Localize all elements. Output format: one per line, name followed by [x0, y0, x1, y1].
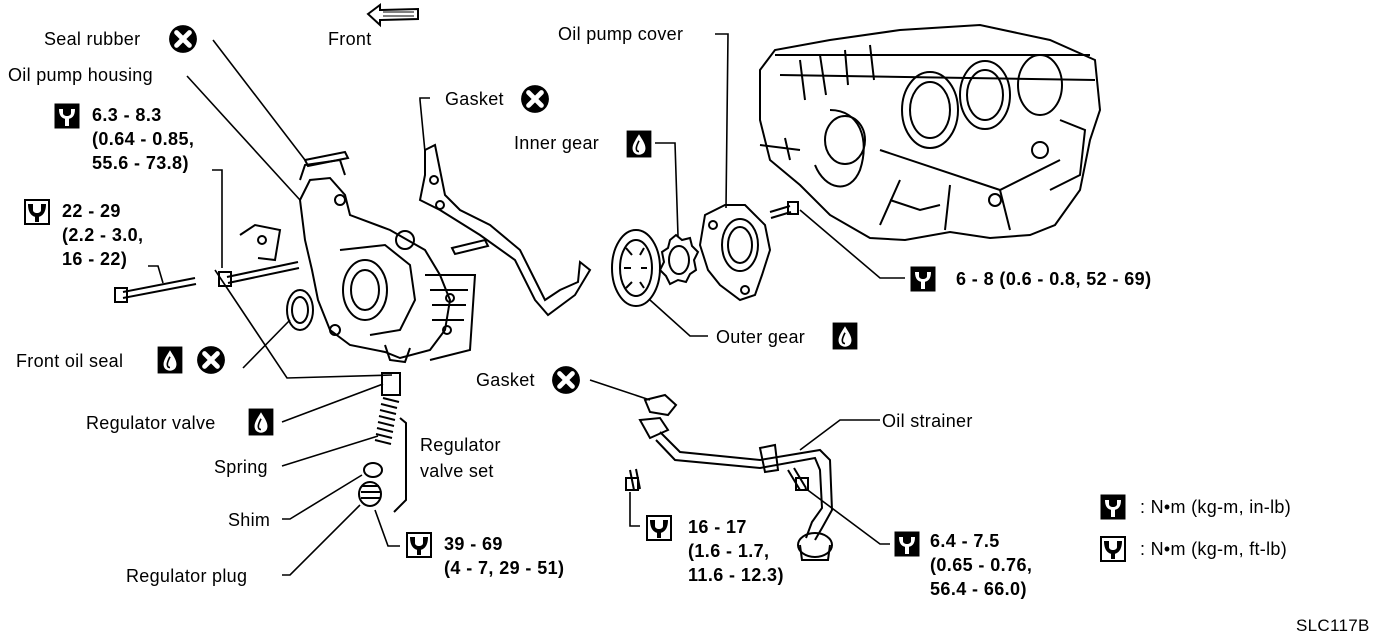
torque-ftlb-icon — [24, 199, 50, 225]
label-oil-pump-housing: Oil pump housing — [8, 65, 153, 85]
torque-line: 6.3 - 8.3 — [92, 105, 162, 125]
housing-bolts — [114, 261, 300, 303]
label-inner-gear: Inner gear — [514, 133, 600, 153]
label-shim: Shim — [228, 510, 271, 530]
engine-block — [759, 23, 1102, 242]
torque-line: 39 - 69 — [444, 534, 503, 554]
cover-bolt — [769, 201, 799, 219]
label-regulator-valve: Regulator valve — [86, 413, 216, 433]
torque-line: (1.6 - 1.7, — [688, 541, 770, 561]
torque-line: 11.6 - 12.3) — [688, 565, 784, 585]
replace-x-icon — [551, 365, 581, 395]
replace-x-icon — [520, 84, 550, 114]
torque-line: 56.4 - 66.0) — [930, 579, 1027, 599]
label-oil-pump-cover: Oil pump cover — [558, 24, 684, 44]
oil-apply-icon — [832, 322, 858, 350]
label-regulator-valve-set-line2: valve set — [420, 461, 494, 481]
torque-line: 16 - 22) — [62, 249, 128, 269]
regulator-valve-set-bracket — [393, 417, 407, 513]
torque-line: (0.64 - 0.85, — [92, 129, 195, 149]
figure-id: SLC117B — [1296, 616, 1370, 635]
gasket-seal-piece — [450, 238, 490, 256]
label-oil-strainer: Oil strainer — [882, 411, 973, 431]
strainer-bolts — [625, 467, 809, 491]
label-seal-rubber: Seal rubber — [44, 29, 141, 49]
torque-inlb-icon — [894, 531, 920, 557]
oil-apply-icon — [157, 346, 183, 374]
replace-x-icon — [168, 24, 198, 54]
legend-inlb-icon — [1100, 494, 1126, 520]
torque-inlb-icon — [54, 103, 80, 129]
torque-cover-bolt: 6 - 8 (0.6 - 0.8, 52 - 69) — [956, 269, 1152, 289]
legend-inlb-text: : N•m (kg-m, in-lb) — [1140, 497, 1292, 517]
label-outer-gear: Outer gear — [716, 327, 806, 347]
label-regulator-valve-set-line1: Regulator — [420, 435, 501, 455]
torque-line: (4 - 7, 29 - 51) — [444, 558, 565, 578]
torque-strainer-inlb: 6.4 - 7.5 (0.65 - 0.76, 56.4 - 66.0) — [930, 529, 1032, 601]
oil-apply-icon — [626, 130, 652, 158]
torque-line: 6.4 - 7.5 — [930, 531, 1000, 551]
front-arrow-icon — [366, 3, 419, 28]
legend-ftlb-text: : N•m (kg-m, ft-lb) — [1140, 539, 1287, 559]
legend-ftlb-icon — [1100, 536, 1126, 562]
label-gasket-upper: Gasket — [445, 89, 504, 109]
torque-line: 16 - 17 — [688, 517, 747, 537]
label-regulator-plug: Regulator plug — [126, 566, 248, 586]
torque-line: (0.65 - 0.76, — [930, 555, 1033, 575]
torque-regulator-plug: 39 - 69 (4 - 7, 29 - 51) — [444, 532, 564, 580]
torque-line: 22 - 29 — [62, 201, 121, 221]
replace-x-icon — [196, 345, 226, 375]
upper-gasket-part — [418, 143, 592, 317]
outer-gear-part — [611, 229, 661, 307]
label-spring: Spring — [214, 457, 268, 477]
seal-rubber-part — [303, 150, 350, 168]
inner-gear-part — [658, 233, 700, 286]
torque-strainer-ftlb: 16 - 17 (1.6 - 1.7, 11.6 - 12.3) — [688, 515, 784, 587]
label-gasket-lower: Gasket — [476, 370, 535, 390]
torque-line: 55.6 - 73.8) — [92, 153, 189, 173]
regulator-valve-stack — [358, 372, 401, 507]
oil-pump-cover-part — [698, 204, 772, 302]
torque-ftlb-icon — [646, 515, 672, 541]
oil-strainer-part — [638, 393, 834, 561]
torque-ftlb-icon — [406, 532, 432, 558]
torque-housing-ftlb: 22 - 29 (2.2 - 3.0, 16 - 22) — [62, 199, 143, 271]
label-front: Front — [328, 29, 372, 49]
torque-line: (2.2 - 3.0, — [62, 225, 144, 245]
torque-housing-inlb: 6.3 - 8.3 (0.64 - 0.85, 55.6 - 73.8) — [92, 103, 194, 175]
label-front-oil-seal: Front oil seal — [16, 351, 124, 371]
oil-pump-housing — [239, 158, 477, 364]
front-oil-seal-part — [286, 289, 314, 331]
leader-lines — [148, 33, 905, 576]
oil-apply-icon — [248, 408, 274, 436]
torque-inlb-icon — [910, 266, 936, 292]
